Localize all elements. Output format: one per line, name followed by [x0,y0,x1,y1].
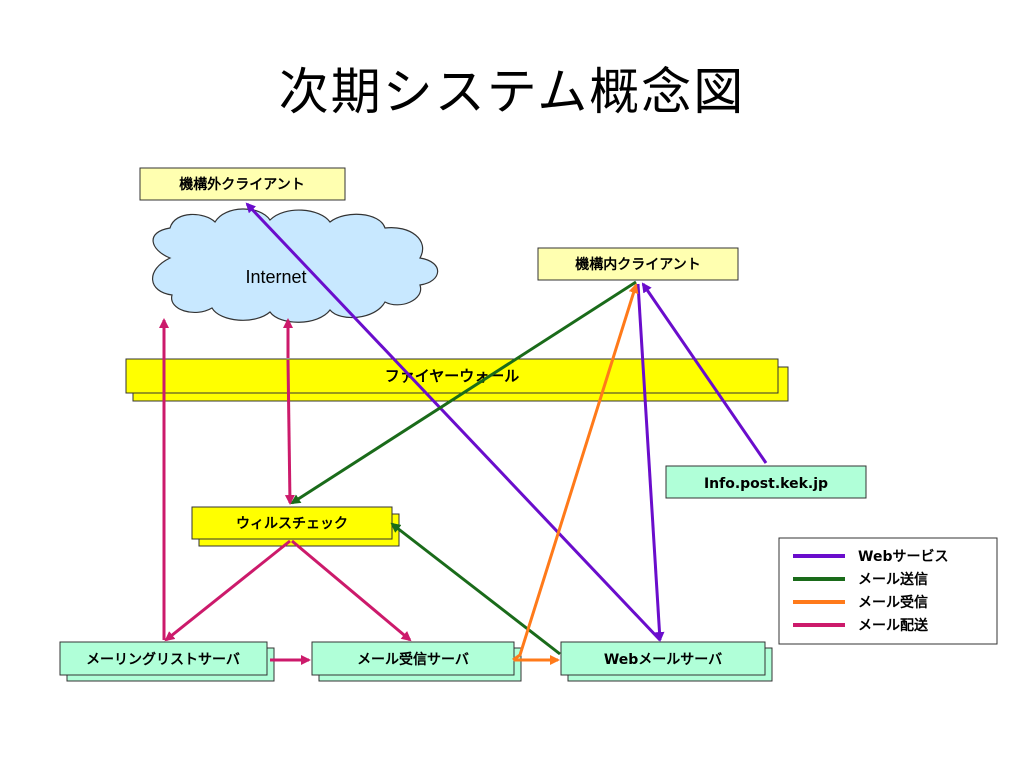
web-mail-server-box: Webメールサーバ [560,641,773,682]
legend: Webサービス メール送信 メール受信 メール配送 [778,537,998,645]
internal-client-box: 機構内クライアント [537,247,739,281]
deliver-arrow-virus-receive [291,539,412,642]
legend-label-receive: メール受信 [858,594,928,611]
internet-cloud: Internet [152,208,439,323]
info-post-label: Info.post.kek.jp [704,476,828,492]
info-post-box: Info.post.kek.jp [665,465,867,499]
mailing-list-server-label: メーリングリストサーバ [86,651,240,668]
internal-client-label: 機構内クライアント [575,256,700,273]
firewall-label: ファイヤーウォール [385,367,520,385]
page-title: 次期システム概念図 [278,63,746,121]
legend-label-send: メール送信 [858,571,928,588]
deliver-arrow-internet-virus [284,359,295,505]
external-client-box: 機構外クライアント [139,167,346,201]
web-mail-server-label: Webメールサーバ [604,652,722,668]
mail-receive-server-box: メール受信サーバ [311,641,522,682]
receive-arrow-internal [512,283,639,662]
external-client-label: 機構外クライアント [179,176,304,193]
firewall-bar: ファイヤーウォール [125,358,789,402]
mailing-list-server-box: メーリングリストサーバ [59,641,275,682]
send-arrow-webmail-virus [390,522,561,656]
legend-label-web: Webサービス [858,549,948,565]
web-arrow-info-internal [641,282,768,464]
send-arrow-internal-virus [290,280,637,505]
mail-receive-server-label: メール受信サーバ [357,651,469,668]
web-arrow-external-client [245,202,662,642]
deliver-arrow-virus-mailinglist [164,539,291,642]
web-arrow-internal-webmail [636,283,665,642]
internet-label: Internet [245,267,306,287]
legend-label-deliver: メール配送 [858,617,929,634]
virus-check-label: ウィルスチェック [236,516,348,532]
virus-check-box: ウィルスチェック [191,506,400,547]
